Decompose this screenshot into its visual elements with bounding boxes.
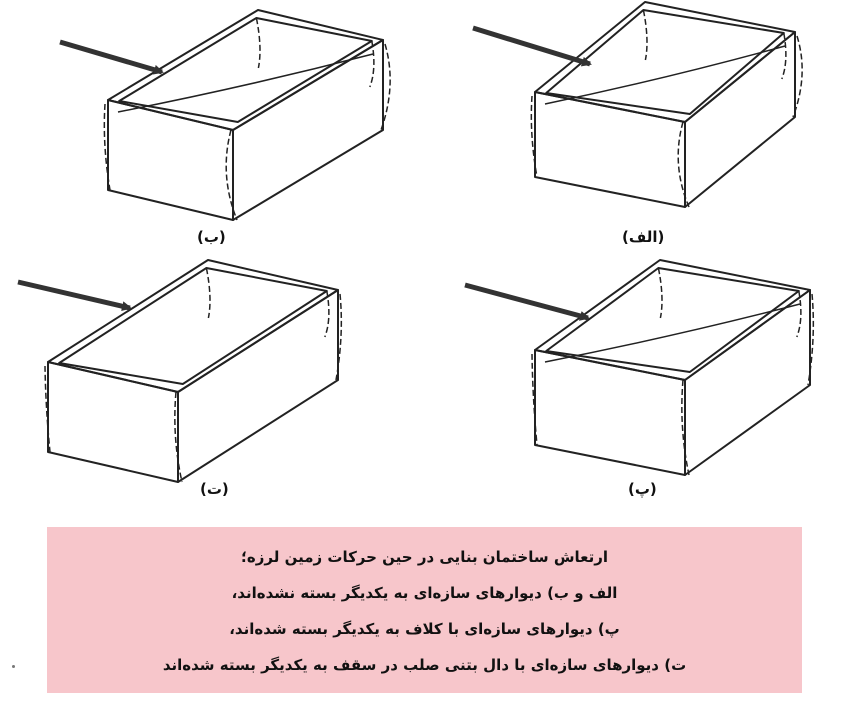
caption-line-te: ت) دیوارهای سازه‌ای با دال بتنی صلب در س… <box>162 656 687 674</box>
force-arrow-be <box>59 39 164 75</box>
caption-title: ارتعاش ساختمان بنایی در حین حرکات زمین ل… <box>240 548 609 566</box>
wall-box-pe <box>531 259 815 476</box>
caption-line-alef-be: الف و ب) دیوارهای سازه‌ای به یکدیگر بسته… <box>231 584 618 602</box>
panel-label-be: (ب) <box>197 228 226 246</box>
panel-label-pe: (پ) <box>628 480 657 498</box>
panel-label-te: (ت) <box>200 480 229 498</box>
force-arrow-pe <box>464 282 590 321</box>
caption-line-pe: پ) دیوارهای سازه‌ای با کلاف به یکدیگر بس… <box>229 620 620 638</box>
wall-box-te <box>44 259 343 483</box>
wall-vibration-diagram <box>17 1 815 483</box>
caption-box: ارتعاش ساختمان بنایی در حین حرکات زمین ل… <box>47 527 802 693</box>
force-arrow-alef <box>472 25 592 67</box>
stray-dot <box>12 665 15 668</box>
force-arrow-te <box>17 279 132 312</box>
panel-label-alef: (الف) <box>622 228 665 246</box>
wall-box-alef <box>530 1 803 208</box>
wall-box-be <box>103 9 391 221</box>
